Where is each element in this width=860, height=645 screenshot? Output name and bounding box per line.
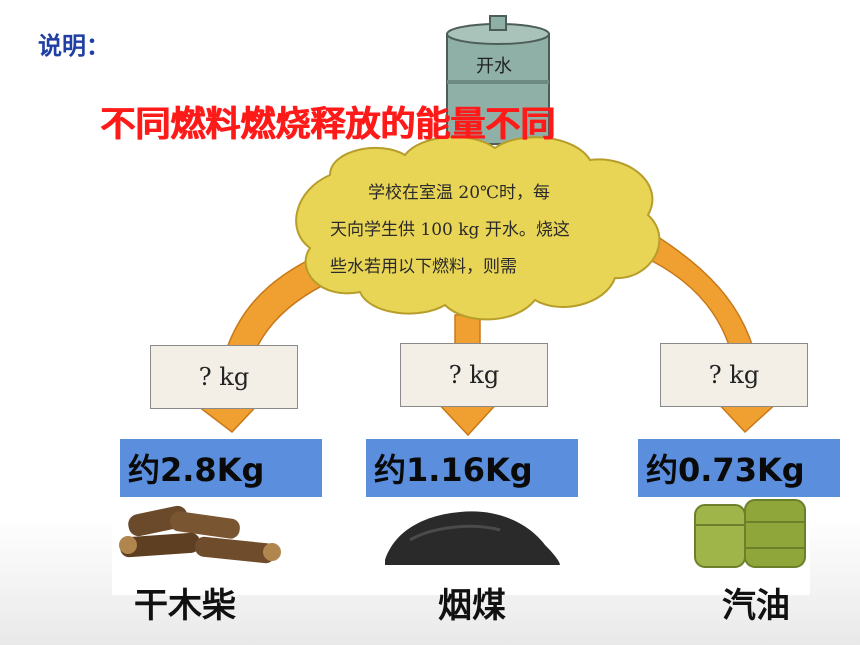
slide-label: 说明： — [38, 32, 110, 60]
slide-headline: 不同燃料燃烧释放的能量不同 — [100, 105, 556, 145]
question-box-coal: ? kg — [400, 343, 548, 407]
cloud-text-line-3: 些水若用以下燃料，则需 — [330, 257, 517, 277]
fuel-name-gasoline: 汽油 — [722, 586, 790, 626]
cloud-text-line-2: 天向学生供 100 kg 开水。烧这 — [330, 220, 570, 240]
question-box-gasoline: ? kg — [660, 343, 808, 407]
answer-firewood: 约2.8Kg — [120, 439, 322, 497]
answer-gasoline: 约0.73Kg — [638, 439, 840, 497]
firewood-icon — [119, 505, 281, 564]
cloud-text-line-1: 学校在室温 20℃时，每 — [368, 183, 551, 203]
fuel-name-coal: 烟煤 — [438, 586, 506, 626]
thought-cloud-shape — [295, 135, 661, 321]
question-box-firewood: ? kg — [150, 345, 298, 409]
answer-coal: 约1.16Kg — [366, 439, 578, 497]
energy-illustration — [112, 15, 810, 595]
gasoline-barrels-icon — [694, 499, 806, 568]
coal-pile-icon — [385, 511, 560, 565]
tank-label: 开水 — [476, 56, 512, 77]
fuel-name-firewood: 干木柴 — [134, 586, 236, 626]
water-tank-icon — [446, 15, 550, 145]
